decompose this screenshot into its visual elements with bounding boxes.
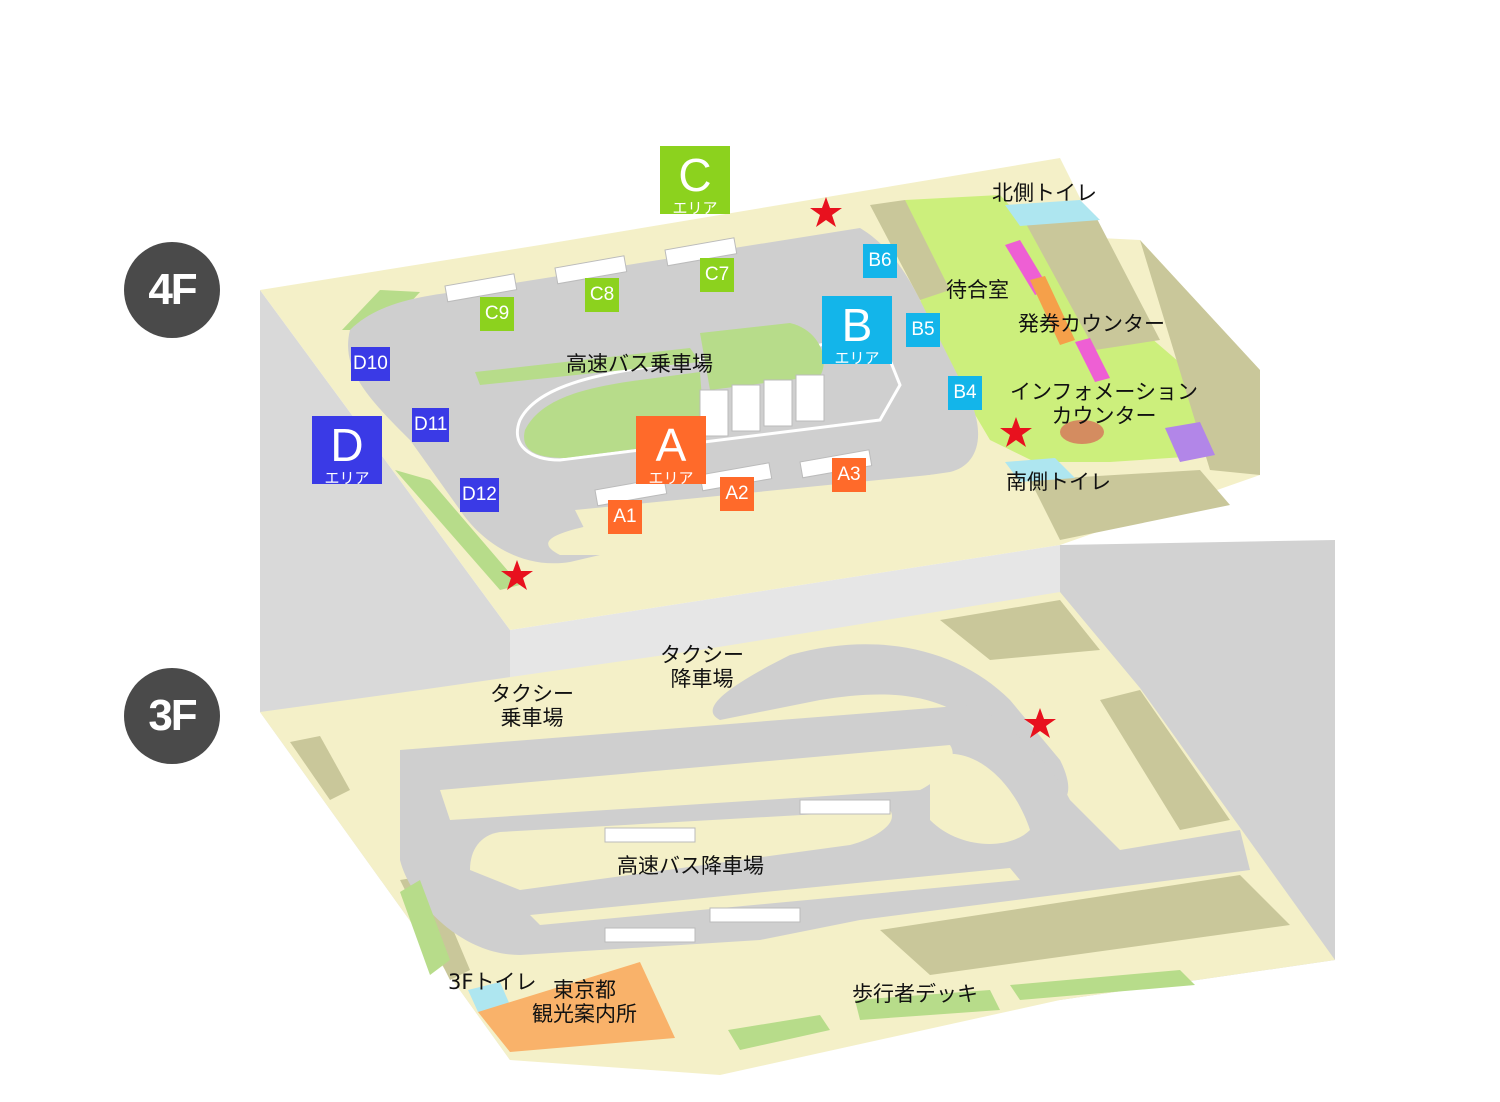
building-4f-ne2 [870, 200, 950, 300]
shelter-4f-c9 [444, 273, 518, 303]
floor-badge-4f: 4F [124, 242, 220, 338]
label-taxi-drop-line2: 降車場 [670, 667, 734, 692]
floor-3f [260, 592, 1335, 1075]
label-tourist-line2: 観光案内所 [532, 1002, 637, 1027]
building-3f-ne [940, 600, 1100, 660]
area-c-badge: C エリア [660, 146, 730, 217]
info-room [1165, 422, 1215, 462]
star-icon [1024, 708, 1056, 738]
stop-c7: C7 [700, 258, 734, 292]
label-taxi-drop-line1: タクシー [660, 643, 744, 667]
area-a-badge: A エリア [636, 416, 706, 487]
floor-badge-3f: 3F [124, 668, 220, 764]
building-4f-e [1140, 240, 1260, 475]
green-island-4f-2 [700, 323, 824, 390]
area-a-sub: エリア [648, 469, 694, 487]
stop-c9: C9 [480, 297, 514, 331]
stop-b4: B4 [948, 376, 982, 410]
green-3f-2 [855, 990, 1000, 1020]
bus-bay-4 [795, 374, 825, 422]
area-a-letter: A [655, 419, 687, 471]
label-info-line1: インフォメーション [1010, 380, 1198, 404]
ticket-desk-3 [1075, 338, 1110, 382]
tourist-info-zone [478, 962, 675, 1052]
building-3f-se [880, 875, 1290, 975]
island-3f-2 [470, 810, 892, 890]
label-tourist-info: 東京都 観光案内所 [532, 978, 637, 1026]
building-4f-se [1030, 470, 1230, 540]
stop-c8: C8 [585, 278, 619, 312]
shelter-3f-2 [709, 907, 801, 923]
label-tourist-line1: 東京都 [553, 978, 616, 1002]
shelter-4f-a1 [594, 477, 668, 507]
stop-a1: A1 [608, 500, 642, 534]
label-ticket-counter: 発券カウンター [1018, 312, 1165, 336]
area-b-letter: B [841, 299, 873, 351]
north-toilet-zone [1005, 200, 1100, 226]
star-icon [1000, 417, 1032, 447]
label-south-toilet: 南側トイレ [1006, 470, 1111, 494]
star-icon [501, 560, 533, 590]
green-4f-sw [395, 470, 520, 590]
island-3f-1 [440, 745, 953, 820]
area-d-sub: エリア [324, 469, 370, 487]
island-3f-3 [930, 753, 1030, 844]
label-taxi-board: タクシー 乗車場 [490, 682, 574, 730]
green-3f-1 [728, 1015, 830, 1050]
label-north-toilet: 北側トイレ [992, 181, 1097, 205]
label-taxi-board-line2: 乗車場 [500, 706, 564, 731]
bus-bay-3 [763, 379, 793, 427]
label-taxi-board-line1: タクシー [490, 682, 574, 706]
road-3f-taxi-loop [712, 644, 1069, 804]
platform-4f-south [575, 472, 975, 530]
shelter-3f-4 [799, 799, 891, 815]
stop-b6: B6 [863, 244, 897, 278]
star-icon [810, 197, 842, 227]
label-bus-alighting: 高速バス降車場 [617, 854, 764, 878]
area-d-badge: D エリア [312, 416, 382, 487]
bus-bay-2 [731, 384, 761, 432]
area-b-sub: エリア [834, 349, 880, 367]
stop-b5: B5 [906, 313, 940, 347]
label-info-line2: カウンター [1051, 404, 1157, 429]
area-c-letter: C [678, 149, 712, 201]
stop-a2: A2 [720, 477, 754, 511]
building-4f-ne [1025, 215, 1160, 350]
label-bus-boarding: 高速バス乗車場 [566, 352, 713, 376]
green-3f-3 [1010, 970, 1195, 1000]
info-counter [1060, 420, 1104, 444]
building-3f-e [1100, 690, 1230, 830]
shelter-3f-3 [604, 927, 696, 943]
area-d-letter: D [330, 419, 364, 471]
label-taxi-drop: タクシー 降車場 [660, 643, 744, 691]
shelter-4f-c8 [554, 255, 628, 285]
shelter-3f-1 [604, 827, 696, 843]
green-3f-4 [400, 880, 450, 975]
floor-4f [260, 158, 1260, 630]
label-info-counter: インフォメーション カウンター [1010, 380, 1198, 428]
platform-4f-north [475, 348, 700, 385]
south-toilet-zone [1005, 458, 1075, 482]
stop-d10: D10 [351, 347, 390, 381]
label-toilet-3f: 3Fトイレ [448, 970, 537, 994]
stop-d11: D11 [412, 408, 450, 442]
area-c-sub: エリア [672, 199, 718, 217]
label-pedestrian-deck: 歩行者デッキ [852, 982, 978, 1006]
building-3f-nw [290, 736, 350, 800]
stop-d12: D12 [460, 478, 499, 512]
ticket-desk-2 [1030, 276, 1075, 345]
stop-a3: A3 [832, 458, 866, 492]
toilet-3f-zone [468, 982, 510, 1012]
area-b-badge: B エリア [822, 296, 892, 367]
label-waiting-room: 待合室 [946, 278, 1009, 302]
island-3f-4 [530, 868, 1020, 925]
